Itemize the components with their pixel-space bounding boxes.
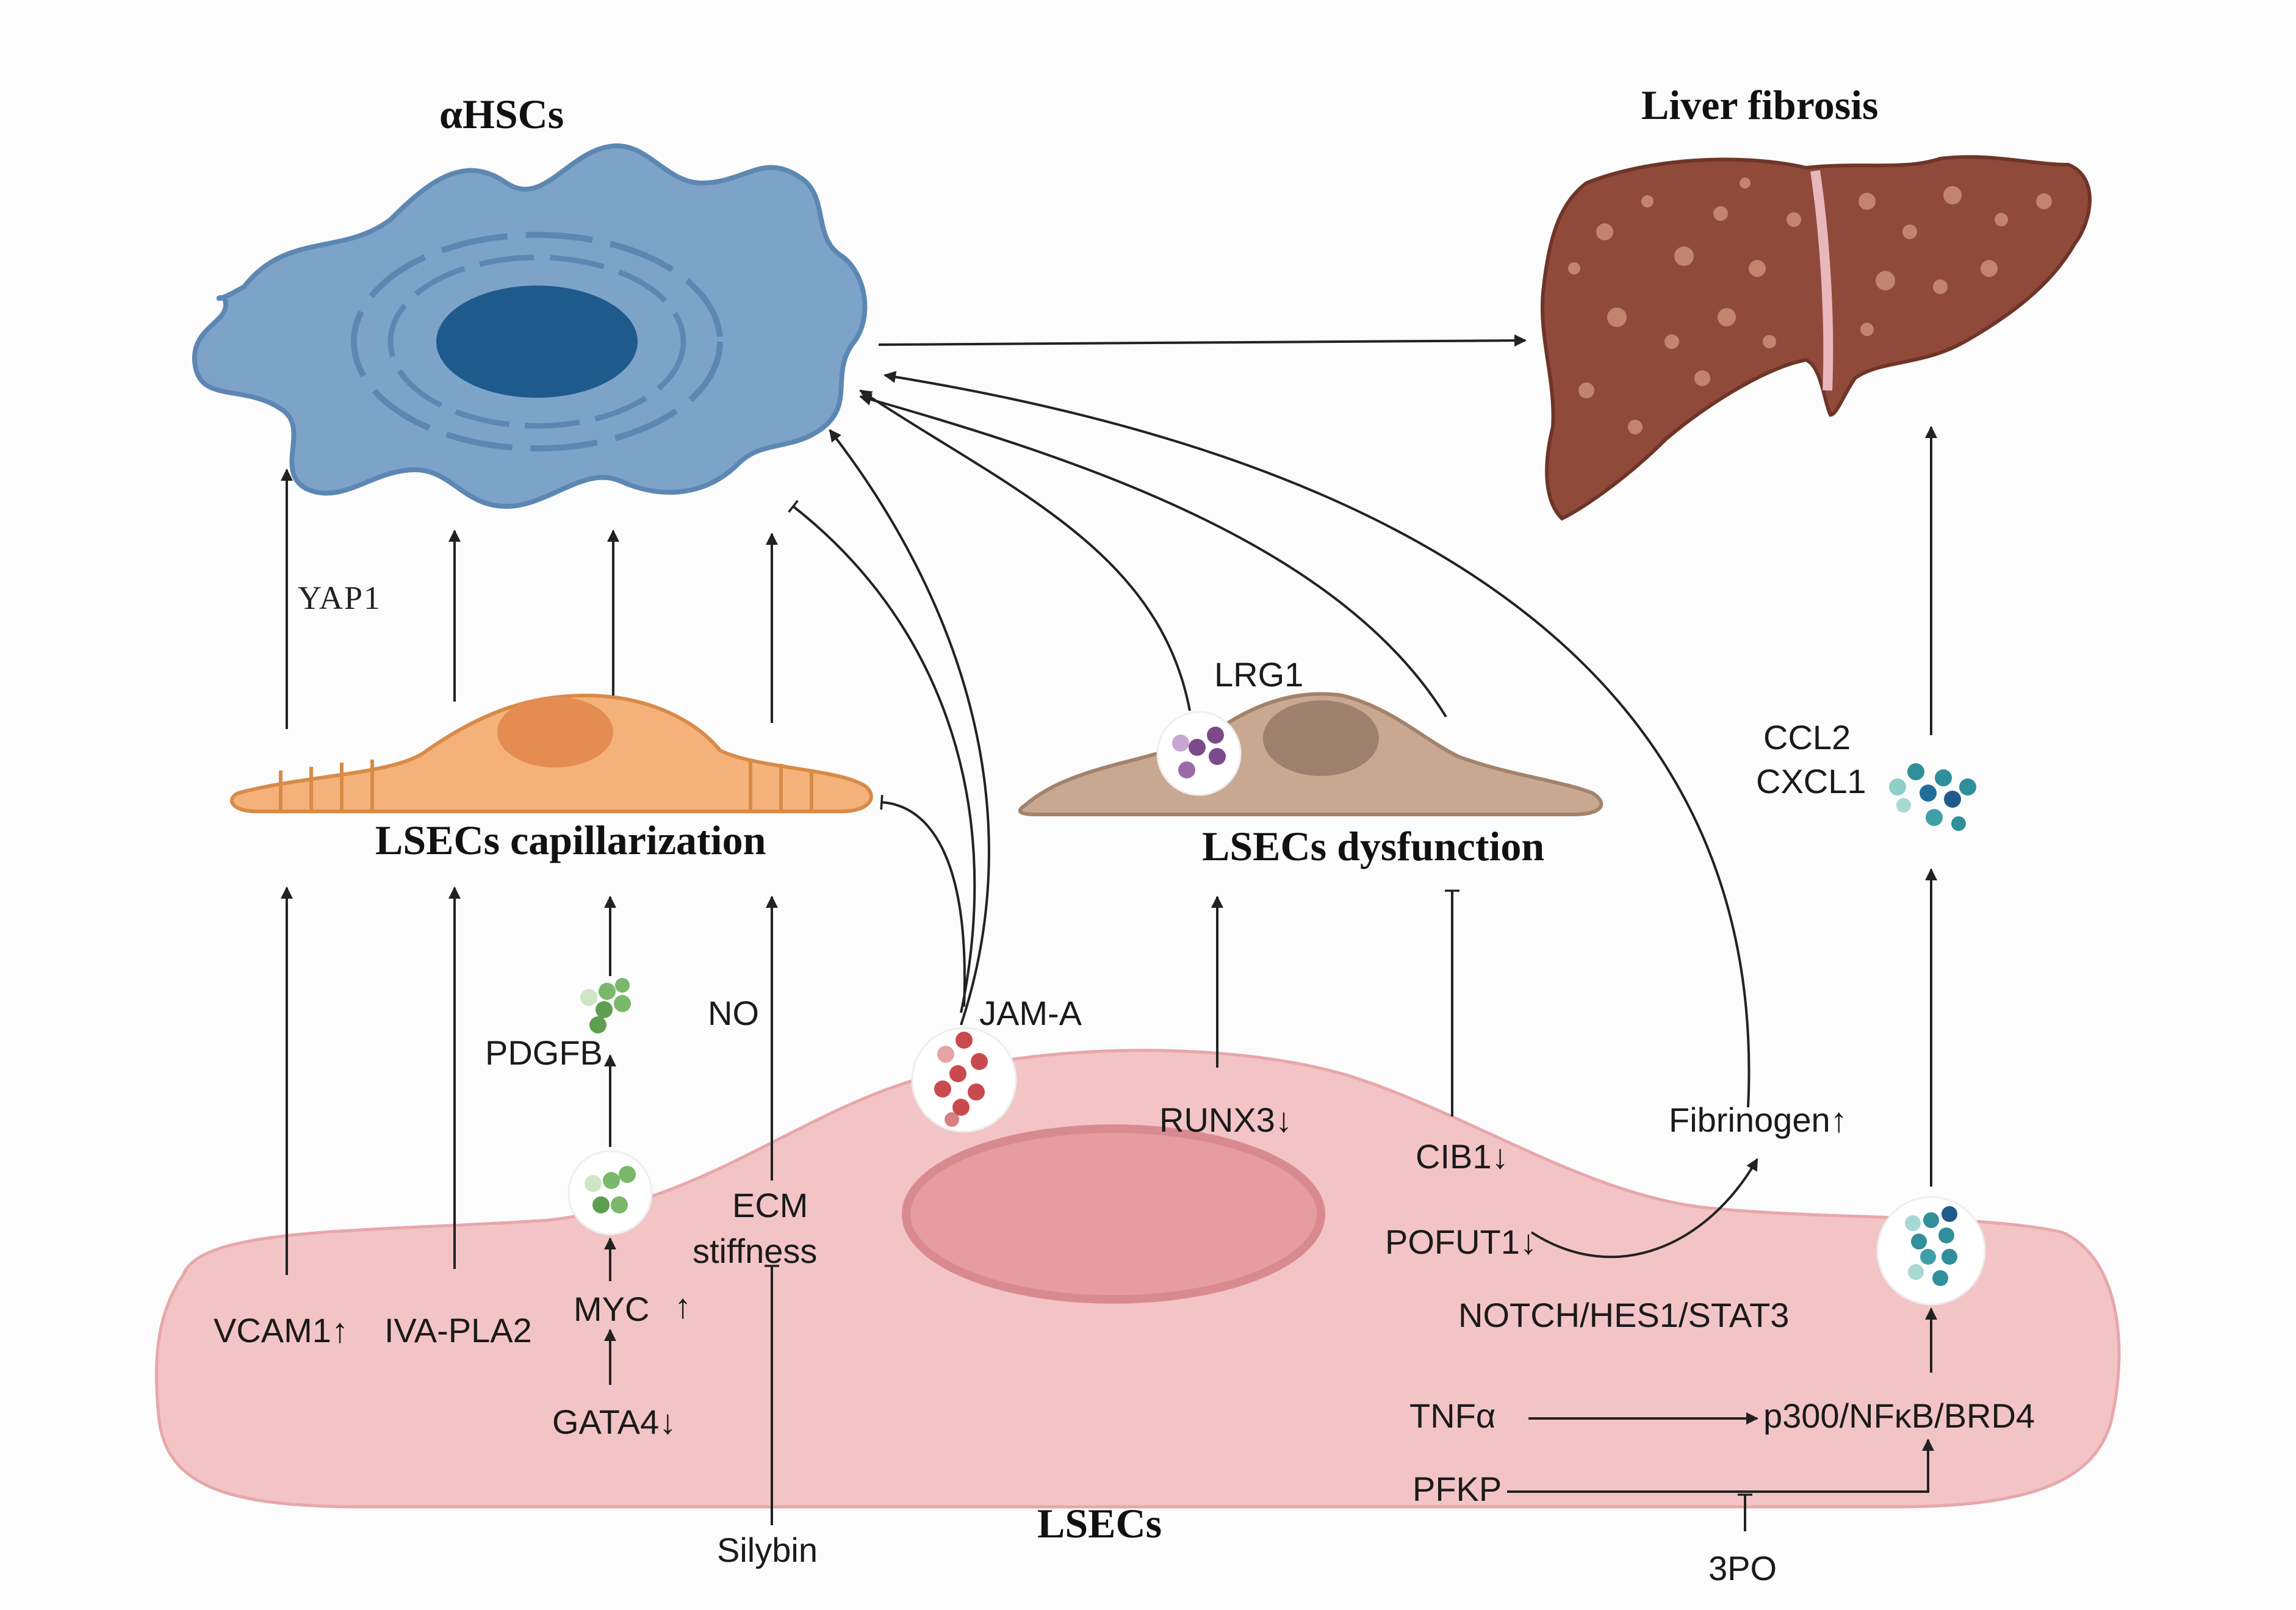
- dysfunction-to-hsc-arrow: [859, 394, 1447, 718]
- yap1-label: YAP1: [298, 580, 381, 616]
- ecm-label: ECM: [732, 1186, 808, 1224]
- fibrotic-liver-icon: [1540, 155, 2092, 521]
- p300-label: p300/NFκB/BRD4: [1763, 1396, 2035, 1435]
- dysfunctional-cell-icon: [1018, 692, 1603, 816]
- runx3-label: RUNX3↓: [1159, 1101, 1292, 1139]
- liver-fibrosis-title: Liver fibrosis: [1641, 82, 1879, 128]
- jam-a-inhibit-cap: [880, 794, 966, 1007]
- chemokine-dots-icon: [1889, 763, 1976, 831]
- lrg1-label: LRG1: [1214, 655, 1303, 694]
- myc-label: MYC: [574, 1290, 649, 1328]
- lsec-cell-icon: [154, 1049, 2121, 1509]
- jam-a-to-hsc-arrow: [829, 429, 990, 1026]
- capillarization-title: LSECs capillarization: [375, 817, 766, 863]
- capillarized-cell-icon: [230, 693, 873, 813]
- pdgfb-label: PDGFB: [485, 1033, 603, 1072]
- pdgfb-vesicle-icon: [567, 1150, 653, 1235]
- vcam1-label: VCAM1↑: [214, 1311, 348, 1349]
- ccl2-label: CCL2: [1763, 718, 1851, 756]
- pofut1-label: POFUT1↓: [1385, 1223, 1537, 1261]
- pfkp-label: PFKP: [1413, 1470, 1502, 1508]
- silybin-label: Silybin: [717, 1531, 818, 1569]
- pofut1-to-fibrinogen-arrow: [1530, 1158, 1758, 1259]
- iva-pla2-label: IVA-PLA2: [384, 1311, 532, 1349]
- cxcl1-label: CXCL1: [1756, 762, 1866, 800]
- lrg1-to-hsc-arrow: [859, 389, 1191, 711]
- hsc-nucleus-icon: [436, 286, 638, 398]
- cib1-label: CIB1↓: [1416, 1137, 1509, 1176]
- tnfa-label: TNFα: [1409, 1396, 1495, 1435]
- 3po-label: 3PO: [1708, 1549, 1777, 1587]
- no-label: NO: [708, 994, 759, 1032]
- fibrinogen-to-hsc-arrow: [883, 370, 1751, 1108]
- lsecs-title: LSECs: [1037, 1500, 1162, 1547]
- jam-a-inhibit-hsc: [788, 500, 976, 1013]
- dysfunction-title: LSECs dysfunction: [1202, 823, 1544, 869]
- fibrinogen-label: Fibrinogen↑: [1669, 1101, 1848, 1139]
- chemokine-vesicle-icon: [1876, 1196, 1986, 1306]
- pathway-arrows: [281, 334, 1937, 1531]
- stiffness-label: stiffness: [693, 1232, 817, 1270]
- hsc-to-liver-arrow: [878, 334, 1527, 347]
- lrg1-vesicle-icon: [1156, 711, 1242, 796]
- pfkp-arrow: [1507, 1439, 1934, 1493]
- myc-up-arrow-label: ↑: [674, 1287, 691, 1325]
- jam-a-label: JAM-A: [979, 994, 1082, 1032]
- gata4-label: GATA4↓: [552, 1403, 676, 1441]
- jam-a-vesicle-icon: [911, 1027, 1017, 1133]
- lsec-nucleus-icon: [902, 1124, 1325, 1304]
- hsc-cell-icon: [192, 143, 868, 509]
- pdgfb-dots-icon: [580, 978, 631, 1033]
- ahscs-title: αHSCs: [439, 91, 564, 137]
- notch-label: NOTCH/HES1/STAT3: [1458, 1296, 1789, 1334]
